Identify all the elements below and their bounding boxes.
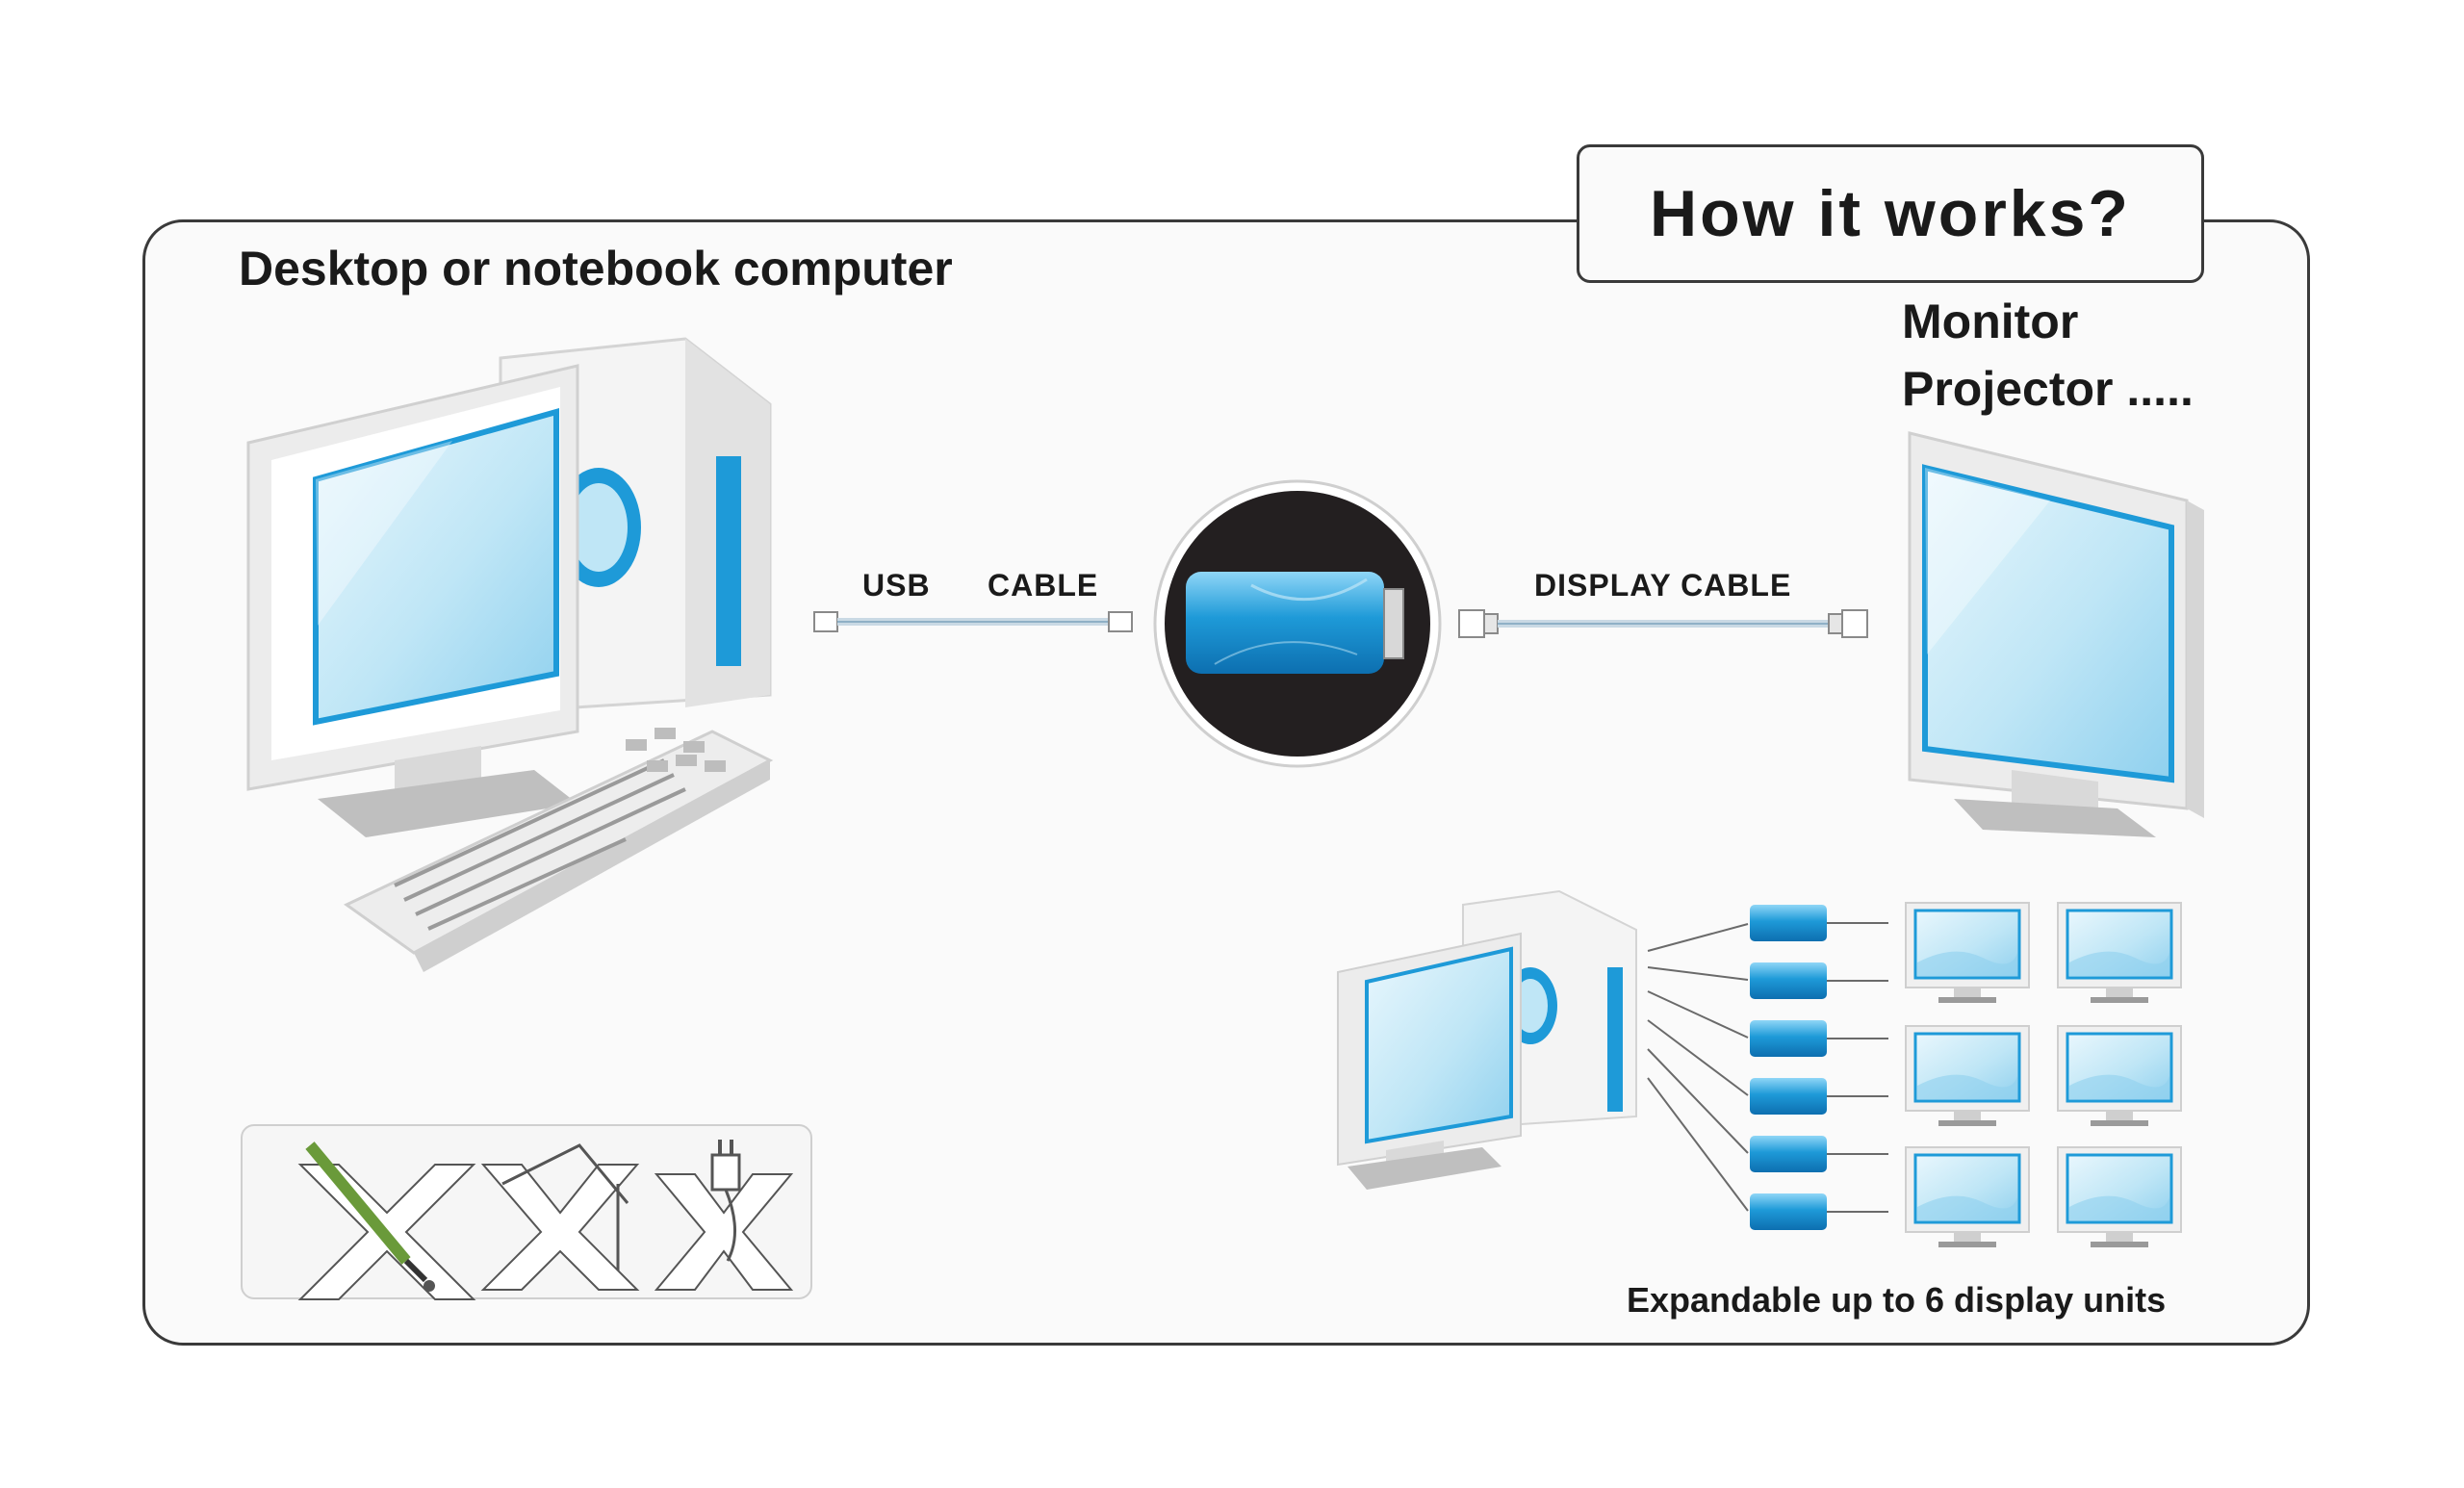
title-box: How it works? (1577, 144, 2204, 283)
expandable-label: Expandable up to 6 display units (1627, 1280, 2167, 1320)
mini-monitor-1 (1905, 902, 2030, 1003)
usb-display-adapter-icon (1153, 479, 1442, 768)
fanout-lines (1647, 923, 1749, 1212)
computer-label: Desktop or notebook computer (239, 242, 953, 295)
adapter-1 (1750, 905, 1888, 941)
mini-monitor-4 (2057, 1025, 2182, 1126)
display-cable-label: DISPLAY CABLE (1534, 568, 1792, 603)
mini-monitor-2 (2057, 902, 2182, 1003)
adapter-5 (1750, 1136, 1888, 1172)
no-installation-icons (241, 1124, 812, 1300)
mini-monitor-6 (2057, 1146, 2182, 1247)
cable-label: CABLE (988, 568, 1099, 603)
external-monitor-icon (1908, 431, 2204, 837)
mini-monitor-grid (1905, 902, 2182, 1247)
desktop-computer-icon (246, 337, 774, 972)
adapter-6 (1750, 1193, 1888, 1230)
adapter-4 (1750, 1078, 1888, 1115)
usb-label: USB (862, 568, 931, 603)
small-computer-icon (1337, 889, 1637, 1190)
adapter-grid (1750, 905, 1888, 1230)
power-plug-crossed-icon (654, 1140, 794, 1291)
monitor-label: Monitor (1902, 295, 2079, 348)
usb-cable-icon (813, 611, 1133, 632)
display-cable-icon (1458, 609, 1868, 638)
screwdriver-crossed-icon (297, 1142, 476, 1300)
mini-monitor-5 (1905, 1146, 2030, 1247)
projector-label: Projector ..... (1902, 362, 2194, 416)
adapter-2 (1750, 962, 1888, 999)
expansion-card-crossed-icon (480, 1143, 640, 1291)
adapter-3 (1750, 1020, 1888, 1057)
page-title: How it works? (1650, 177, 2131, 250)
mini-monitor-3 (1905, 1025, 2030, 1126)
